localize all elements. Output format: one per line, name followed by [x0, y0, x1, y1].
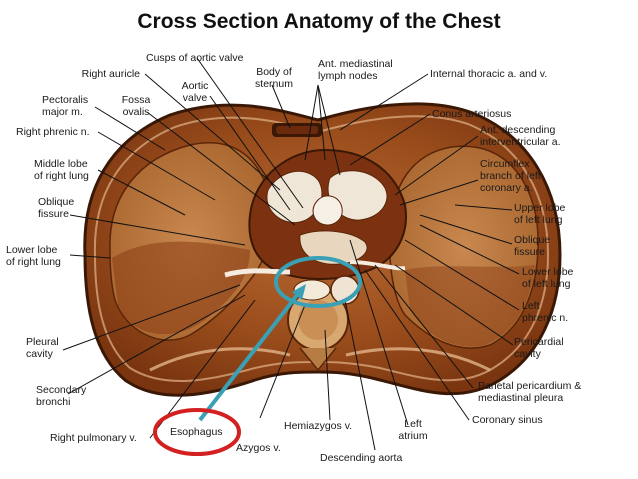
label-aortic-valve: Aortic valve [181, 80, 209, 104]
pointer-arrowhead [292, 284, 306, 300]
label-right-pulmonary-v: Right pulmonary v. [50, 432, 137, 444]
label-internal-thoracic: Internal thoracic a. and v. [430, 68, 548, 80]
pointer-arrow-line [198, 292, 300, 422]
label-lower-lobe-left: Lower lobe of left lung [522, 266, 574, 290]
label-right-auricle: Right auricle [81, 68, 140, 80]
label-oblique-fissure-right: Oblique fissure [38, 196, 75, 220]
label-hemiazygos-v: Hemiazygos v. [284, 420, 353, 432]
label-secondary-bronchi: Secondary bronchi [36, 384, 87, 408]
label-lower-lobe-right: Lower lobe of right lung [6, 244, 61, 268]
label-parietal-pericardium: Parietal pericardium & mediastinal pleur… [478, 380, 582, 404]
label-pleural-cavity: Pleural cavity [26, 336, 59, 360]
slide-title: Cross Section Anatomy of the Chest [137, 10, 501, 33]
label-middle-lobe: Middle lobe of right lung [34, 158, 89, 182]
label-oblique-fissure-left: Oblique fissure [514, 234, 551, 258]
label-coronary-sinus: Coronary sinus [472, 414, 543, 426]
leader-lines [62, 57, 520, 451]
label-body-of-sternum: Body of sternum [255, 66, 293, 90]
esophagus-highlight-ellipse [274, 256, 362, 308]
label-azygos-v: Azygos v. [236, 442, 281, 454]
label-pectoralis-major: Pectoralis major m. [42, 94, 89, 118]
label-circumflex: Circumflex branch of left coronary a. [480, 158, 541, 194]
label-conus-arteriosus: Conus arteriosus [432, 108, 512, 120]
label-fossa-ovalis: Fossa ovalis [121, 94, 151, 118]
label-left-phrenic: Left phrenic n. [522, 300, 569, 324]
label-right-phrenic: Right phrenic n. [16, 126, 90, 138]
label-esophagus: Esophagus [170, 426, 223, 438]
label-cusps-aortic-valve: Cusps of aortic valve [146, 52, 244, 64]
esophagus-red-circle [153, 408, 241, 456]
label-upper-lobe-left: Upper lobe of left lung [514, 202, 566, 226]
label-left-atrium: Left atrium [398, 418, 428, 442]
label-pericardial-cavity: Pericardial cavity [514, 336, 564, 360]
label-ant-descending: Ant. descending interventricular a. [480, 124, 561, 148]
label-ant-mediastinal-lymph-nodes: Ant. mediastinal lymph nodes [318, 58, 393, 82]
label-descending-aorta: Descending aorta [320, 452, 403, 464]
